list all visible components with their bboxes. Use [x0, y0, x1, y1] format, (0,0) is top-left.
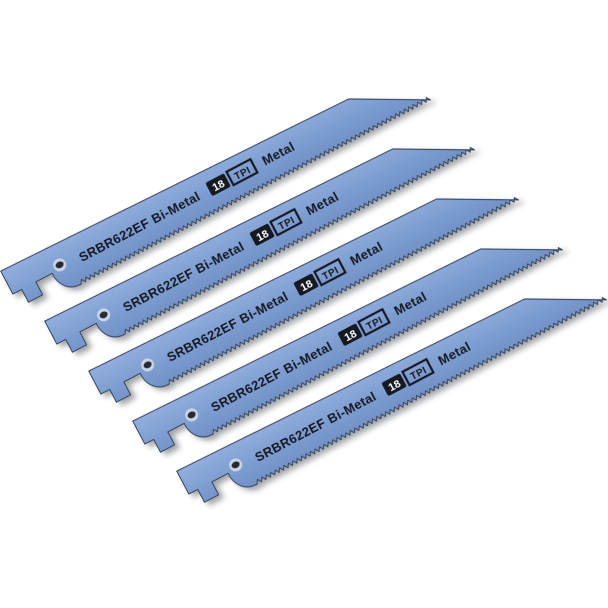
mounting-hole: [143, 361, 152, 369]
saw-blade-graphic: SRBR622EF Bi-Metal 18 TPI Metal: [0, 97, 431, 303]
saw-blade-graphic: SRBR622EF Bi-Metal 18 TPI Metal: [132, 247, 563, 453]
blade-outline: [88, 197, 519, 403]
tpi-unit-box: [313, 257, 347, 287]
tpi-value-box: [293, 273, 319, 296]
tpi-value-text: 18: [343, 328, 359, 344]
saw-blade: SRBR622EF Bi-Metal 18 TPI Metal: [173, 248, 608, 524]
mounting-hole: [187, 411, 196, 419]
saw-blade-graphic: SRBR622EF Bi-Metal 18 TPI Metal: [44, 147, 475, 353]
blade-outline: [132, 247, 563, 453]
saw-blade: SRBR622EF Bi-Metal 18 TPI Metal: [41, 98, 483, 374]
tpi-value-box: [205, 173, 231, 196]
saw-blade: SRBR622EF Bi-Metal 18 TPI Metal: [129, 198, 571, 474]
mounting-hole: [231, 461, 240, 469]
tpi-unit-box: [401, 357, 435, 387]
tpi-value-text: 18: [387, 378, 403, 394]
tpi-value-box: [249, 223, 275, 246]
saw-blade-graphic: SRBR622EF Bi-Metal 18 TPI Metal: [176, 297, 607, 503]
mounting-hole: [55, 261, 64, 269]
tpi-value-text: 18: [211, 178, 227, 194]
tpi-unit-box: [225, 157, 259, 187]
tpi-value-text: 18: [299, 278, 315, 294]
tpi-value-text: 18: [255, 228, 271, 244]
tpi-unit-box: [269, 207, 303, 237]
saw-blade-graphic: SRBR622EF Bi-Metal 18 TPI Metal: [88, 197, 519, 403]
blade-outline: [176, 297, 607, 503]
tpi-value-box: [337, 323, 363, 346]
blade-outline: [44, 147, 475, 353]
mounting-hole: [99, 311, 108, 319]
saw-blade: SRBR622EF Bi-Metal 18 TPI Metal: [85, 148, 527, 424]
saw-blade: SRBR622EF Bi-Metal 18 TPI Metal: [0, 48, 439, 324]
tpi-value-box: [381, 373, 407, 396]
tpi-unit-box: [357, 307, 391, 337]
blade-outline: [0, 97, 431, 303]
